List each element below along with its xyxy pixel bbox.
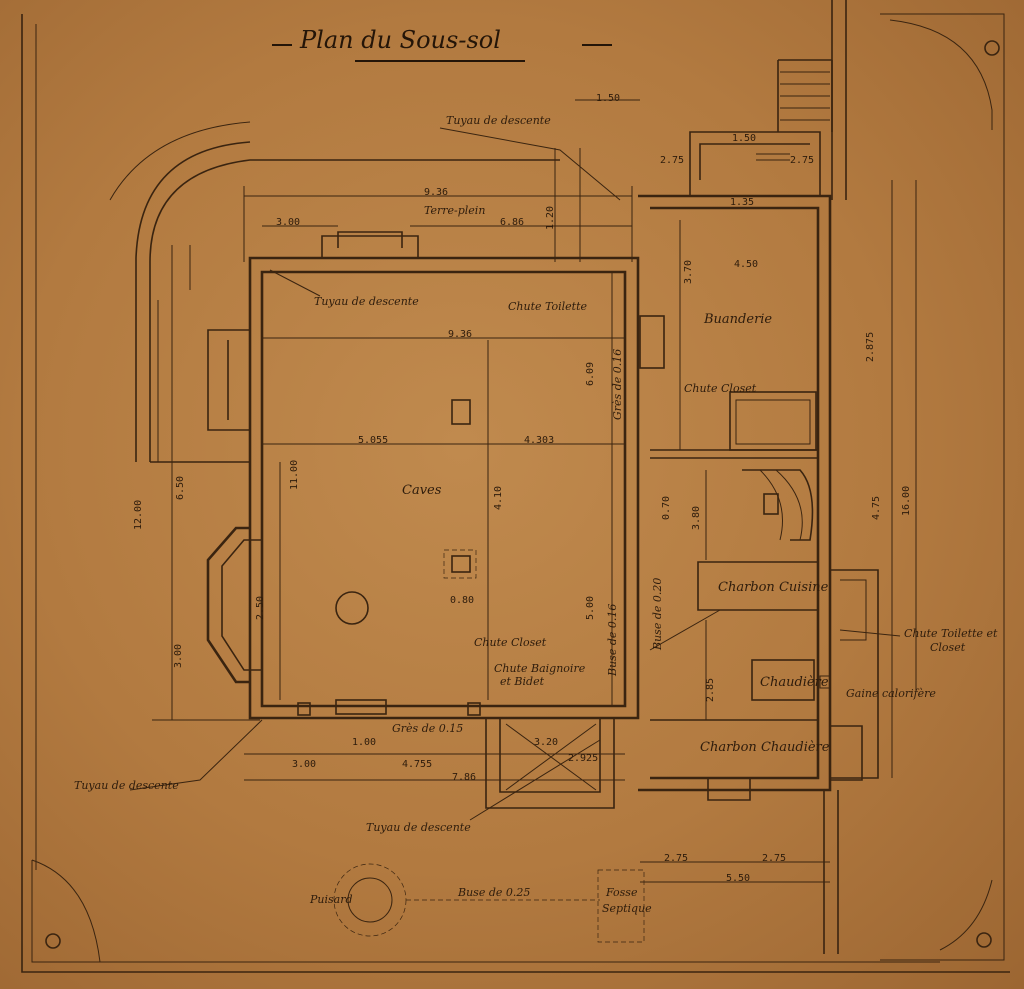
drawing-title: Plan du Sous-sol xyxy=(300,26,501,54)
dim-300-left: 3.00 xyxy=(173,643,184,668)
dimension-lines xyxy=(129,99,917,883)
dim-475: 4.75 xyxy=(871,495,882,520)
dim-410: 4.10 xyxy=(493,485,504,510)
dim-4755: 4.755 xyxy=(402,759,433,770)
dim-1600: 16.00 xyxy=(901,485,912,516)
corner-circle-tr xyxy=(984,40,1000,56)
note-gres-015: Grès de 0.15 xyxy=(392,722,464,735)
note-tuyau-descente-left: Tuyau de descente xyxy=(314,295,419,308)
dim-935: 9.36 xyxy=(424,187,449,198)
note-terre-plein: Terre-plein xyxy=(424,204,486,217)
bottom-light-well xyxy=(485,718,615,809)
note-fosse: Fosse xyxy=(606,886,638,899)
title-dash-left xyxy=(272,44,292,46)
dim-070: 0.70 xyxy=(661,495,672,520)
dim-2925: 2.925 xyxy=(568,753,599,764)
note-buse-020: Buse de 0.20 xyxy=(651,577,664,650)
note-chute-toilette-closet: Chute Toilette et xyxy=(904,627,998,640)
note-chute-closet-mid: Chute Closet xyxy=(474,636,547,649)
room-label-chaudiere: Chaudière xyxy=(760,675,829,690)
dim-686: 6.86 xyxy=(500,217,525,228)
dim-609: 6.09 xyxy=(585,361,596,386)
dim-1100: 11.00 xyxy=(289,459,300,490)
dim-300-bottom: 3.00 xyxy=(292,759,317,770)
dim-285: 2.85 xyxy=(705,677,716,702)
note-septique: Septique xyxy=(602,902,652,915)
right-wing-walls xyxy=(638,0,879,954)
dim-100: 1.00 xyxy=(352,737,377,748)
dim-5055: 5.055 xyxy=(358,435,389,446)
dim-275-b: 2.75 xyxy=(790,155,815,166)
dim-250b: 2.50 xyxy=(255,595,266,620)
puisard-fosse xyxy=(333,863,645,943)
note-chute-closet-top: Chute Closet xyxy=(684,382,757,395)
dim-135: 1.35 xyxy=(730,197,755,208)
note-buse-016: Buse de 0.16 xyxy=(606,603,619,676)
dim-300-top: 3.00 xyxy=(276,217,301,228)
caves-walls xyxy=(109,121,640,720)
room-label-buanderie: Buanderie xyxy=(704,312,773,327)
dim-786: 7.86 xyxy=(452,772,477,783)
dim-2875: 2.875 xyxy=(865,331,876,362)
note-puisard: Puisard xyxy=(310,893,353,906)
dim-650: 6.50 xyxy=(175,475,186,500)
dim-275-c: 2.75 xyxy=(664,853,689,864)
dim-380: 3.80 xyxy=(691,505,702,530)
dim-275-d: 2.75 xyxy=(762,853,787,864)
dim-150-top: 1.50 xyxy=(596,93,621,104)
dim-500: 5.00 xyxy=(585,595,596,620)
note-gaine-calorifere: Gaine calorifère xyxy=(846,687,936,700)
dim-370: 3.70 xyxy=(683,259,694,284)
dim-4303: 4.303 xyxy=(524,435,555,446)
dim-120: 1.20 xyxy=(545,205,556,230)
note-tuyau-descente-bottom: Tuyau de descente xyxy=(366,821,471,834)
note-chute-baignoire: Chute Baignoire xyxy=(494,662,586,675)
dim-936: 9.36 xyxy=(448,329,473,340)
note-buse-025: Buse de 0.25 xyxy=(458,886,531,899)
dim-320: 3.20 xyxy=(534,737,559,748)
dim-080: 0.80 xyxy=(450,595,475,606)
corner-circle-br xyxy=(976,932,992,948)
note-chute-toilette: Chute Toilette xyxy=(508,300,588,313)
room-label-caves: Caves xyxy=(402,483,442,498)
note-tuyau-descente-bottom-left: Tuyau de descente xyxy=(74,779,179,792)
title-underline xyxy=(355,60,525,62)
dim-1200: 12.00 xyxy=(133,499,144,530)
title-dash-right xyxy=(582,44,612,46)
dim-550: 5.50 xyxy=(726,873,751,884)
note-gres-016: Grès de 0.16 xyxy=(611,348,624,420)
dim-275-a: 2.75 xyxy=(660,155,685,166)
note-closet: Closet xyxy=(930,641,966,654)
room-label-charbon-cuisine: Charbon Cuisine xyxy=(718,580,829,595)
corner-circle-bl xyxy=(45,933,61,949)
dim-450: 4.50 xyxy=(734,259,759,270)
sheet-frame xyxy=(21,13,1010,973)
note-et-bidet: et Bidet xyxy=(500,675,544,688)
room-label-charbon-chaudiere: Charbon Chaudière xyxy=(700,740,830,755)
dim-150-stair: 1.50 xyxy=(732,133,757,144)
note-tuyau-descente-top: Tuyau de descente xyxy=(446,114,551,127)
